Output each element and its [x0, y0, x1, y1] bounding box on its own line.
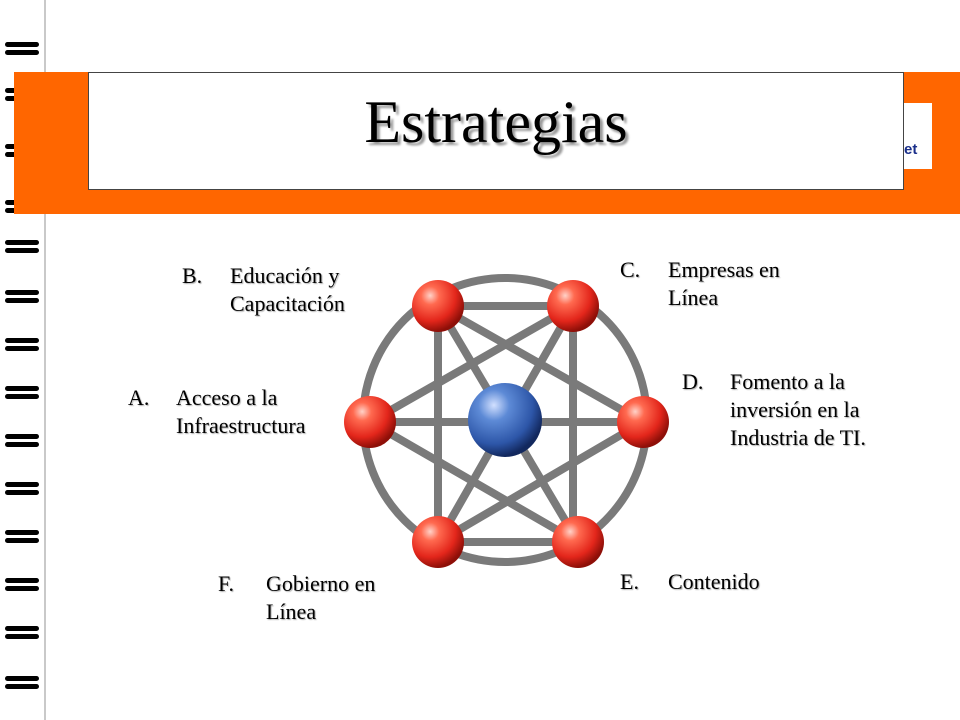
- binding-margin-line: [44, 0, 46, 720]
- binding-ring: [5, 42, 39, 56]
- node-e: [552, 516, 604, 568]
- binding-ring: [5, 338, 39, 352]
- binding-ring: [5, 626, 39, 640]
- strategy-text: Educación y Capacitación: [230, 263, 345, 316]
- binding-ring: [5, 676, 39, 690]
- strategy-letter: C.: [620, 257, 641, 282]
- strategy-text: Empresas en Línea: [668, 257, 780, 310]
- strategy-letter: F.: [218, 571, 234, 596]
- node-b: [412, 280, 464, 332]
- strategy-letter: D.: [682, 369, 704, 394]
- strategy-letter: B.: [182, 263, 203, 288]
- binding-ring: [5, 386, 39, 400]
- binding-ring: [5, 482, 39, 496]
- title-box: Estrategias: [88, 72, 904, 190]
- strategy-text: Fomento a la inversión en la Industria d…: [730, 369, 866, 450]
- strategy-text: Acceso a la Infraestructura: [176, 385, 306, 438]
- binding-ring: [5, 240, 39, 254]
- strategy-letter: E.: [620, 569, 639, 594]
- center-node: [468, 383, 542, 457]
- strategy-text: Contenido: [668, 569, 760, 594]
- binding-ring: [5, 290, 39, 304]
- link-line: [366, 302, 577, 426]
- strategy-letter: A.: [128, 385, 150, 410]
- binding-ring: [5, 530, 39, 544]
- logo-fragment: et: [904, 141, 918, 158]
- node-c: [547, 280, 599, 332]
- link-line: [434, 418, 647, 546]
- strategy-text: Gobierno en Línea: [266, 571, 376, 624]
- logo-panel: [904, 103, 932, 169]
- slide-title: Estrategias: [364, 89, 628, 155]
- node-a: [344, 396, 396, 448]
- link-line: [366, 418, 582, 546]
- binding-ring: [5, 434, 39, 448]
- node-d: [617, 396, 669, 448]
- node-f: [412, 516, 464, 568]
- network-diagram: [344, 274, 669, 568]
- binding-ring: [5, 578, 39, 592]
